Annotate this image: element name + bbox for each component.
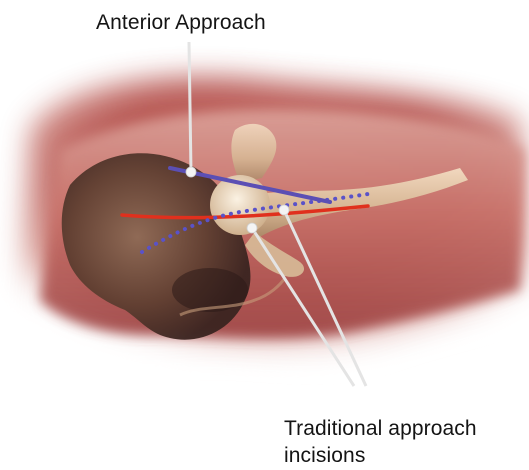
anterior-leader-dot: [186, 167, 196, 177]
traditional-leader-dot-b: [247, 223, 257, 233]
traditional-approach-label: Traditional approach incisions: [284, 415, 477, 469]
anterior-approach-label: Anterior Approach: [96, 9, 266, 36]
traditional-label-line2: incisions: [284, 442, 477, 469]
traditional-leader-dot-a: [279, 205, 289, 215]
traditional-label-line1: Traditional approach: [284, 415, 477, 442]
anterior-leader-line: [189, 42, 191, 172]
